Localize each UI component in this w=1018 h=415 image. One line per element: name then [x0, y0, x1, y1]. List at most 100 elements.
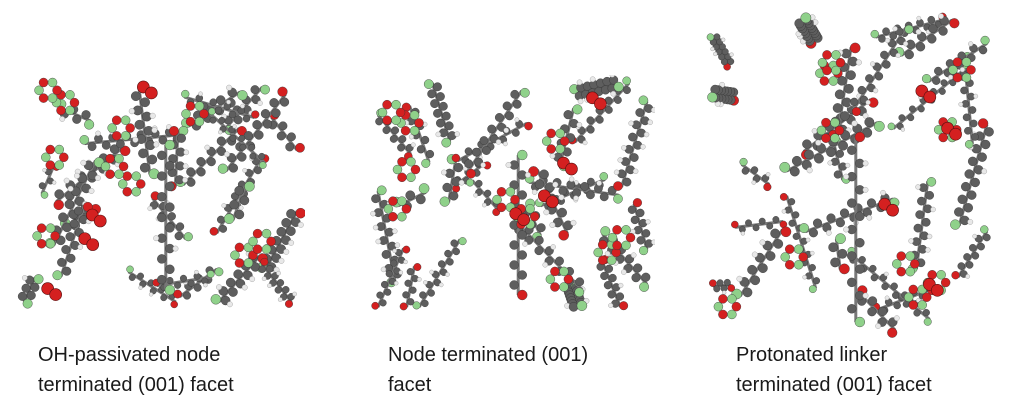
carbon-atom: [494, 113, 504, 122]
oxygen-atom: [910, 259, 920, 269]
carbon-atom: [69, 219, 79, 229]
molecule-render-node-terminated: [370, 75, 655, 315]
carbon-atom: [716, 279, 724, 287]
metal-atom: [905, 251, 915, 261]
carbon-atom: [808, 228, 818, 238]
carbon-atom: [176, 133, 186, 143]
carbon-atom: [101, 141, 111, 150]
carbon-atom: [160, 294, 168, 302]
carbon-atom: [165, 264, 175, 274]
metal-atom: [183, 232, 193, 242]
carbon-atom: [209, 98, 218, 106]
carbon-atom: [954, 207, 964, 217]
metal-atom: [613, 193, 623, 204]
oxygen-atom: [53, 199, 64, 211]
carbon-atom: [218, 116, 226, 124]
metal-atom: [713, 301, 724, 312]
carbon-atom: [62, 266, 72, 276]
hydrogen-atom: [216, 284, 222, 291]
carbon-atom: [193, 283, 202, 292]
oxygen-atom: [613, 181, 623, 191]
carbon-atom: [925, 191, 935, 200]
hydrogen-atom: [805, 237, 811, 243]
oxygen-atom: [780, 226, 792, 238]
carbon-atom: [375, 117, 383, 126]
oxygen-atom: [632, 198, 642, 208]
hydrogen-atom: [445, 272, 450, 277]
metal-atom: [126, 265, 134, 274]
metal-atom: [441, 137, 452, 148]
carbon-atom: [464, 147, 473, 156]
carbon-atom: [833, 170, 842, 179]
oxygen-atom: [896, 266, 906, 277]
oxygen-atom: [414, 118, 424, 128]
oxygen-atom: [382, 115, 392, 125]
carbon-atom: [502, 101, 512, 111]
oxygen-atom: [59, 152, 69, 163]
metal-atom: [22, 298, 33, 309]
metal-atom: [194, 101, 205, 111]
metal-atom: [905, 266, 915, 277]
oxygen-atom: [940, 277, 951, 288]
hydrogen-atom: [241, 284, 248, 291]
metal-atom: [164, 284, 176, 296]
metal-atom: [47, 77, 58, 88]
carbon-atom: [258, 265, 266, 273]
metal-atom: [545, 274, 556, 284]
carbon-atom: [382, 126, 391, 135]
hydrogen-atom: [435, 131, 441, 138]
carbon-atom: [419, 291, 427, 299]
hydrogen-atom: [522, 241, 528, 247]
carbon-atom: [865, 74, 874, 83]
oxygen-atom: [397, 172, 407, 183]
oxygen-atom: [819, 76, 830, 86]
caption-node-terminated: Node terminated (001) facet: [388, 340, 588, 400]
oxygen-atom: [798, 252, 808, 262]
hydrogen-atom: [866, 214, 873, 221]
metal-atom: [739, 157, 748, 166]
hydrogen-atom: [226, 84, 232, 91]
carbon-atom: [409, 286, 417, 294]
carbon-atom: [271, 108, 281, 118]
hydrogen-atom: [610, 90, 617, 97]
carbon-atom: [239, 143, 247, 151]
oxygen-atom: [50, 231, 60, 241]
carbon-atom: [196, 157, 206, 166]
metal-atom: [244, 181, 255, 192]
oxygen-atom: [170, 300, 178, 309]
carbon-atom: [427, 289, 435, 297]
carbon-atom: [758, 263, 768, 273]
carbon-atom: [250, 85, 260, 95]
carbon-atom: [187, 279, 195, 287]
carbon-atom: [229, 199, 239, 210]
hydrogen-atom: [628, 120, 634, 127]
metal-atom: [555, 144, 565, 154]
hydrogen-atom: [582, 140, 588, 146]
carbon-atom: [835, 218, 845, 228]
oxygen-atom: [145, 86, 158, 100]
hydrogen-atom: [576, 122, 583, 128]
carbon-atom: [971, 251, 980, 260]
hydrogen-atom: [568, 176, 575, 182]
carbon-atom: [57, 257, 67, 267]
metal-atom: [439, 196, 450, 207]
hydrogen-atom: [288, 239, 295, 246]
hydrogen-atom: [240, 103, 245, 109]
carbon-atom: [977, 242, 985, 251]
carbon-atom: [81, 110, 91, 120]
carbon-atom: [196, 167, 206, 177]
carbon-atom: [713, 33, 721, 41]
carbon-atom: [557, 207, 567, 218]
oxygen-atom: [854, 131, 866, 143]
metal-atom: [210, 294, 221, 305]
oxygen-atom: [36, 239, 47, 249]
hydrogen-atom: [394, 242, 401, 248]
oxygen-atom: [546, 144, 556, 154]
carbon-atom: [398, 135, 407, 143]
hydrogen-atom: [480, 162, 486, 168]
hydrogen-atom: [875, 323, 881, 329]
oxygen-atom: [951, 271, 960, 280]
oxygen-atom: [52, 85, 62, 96]
oxygen-atom: [718, 309, 728, 320]
hydrogen-atom: [67, 185, 74, 192]
